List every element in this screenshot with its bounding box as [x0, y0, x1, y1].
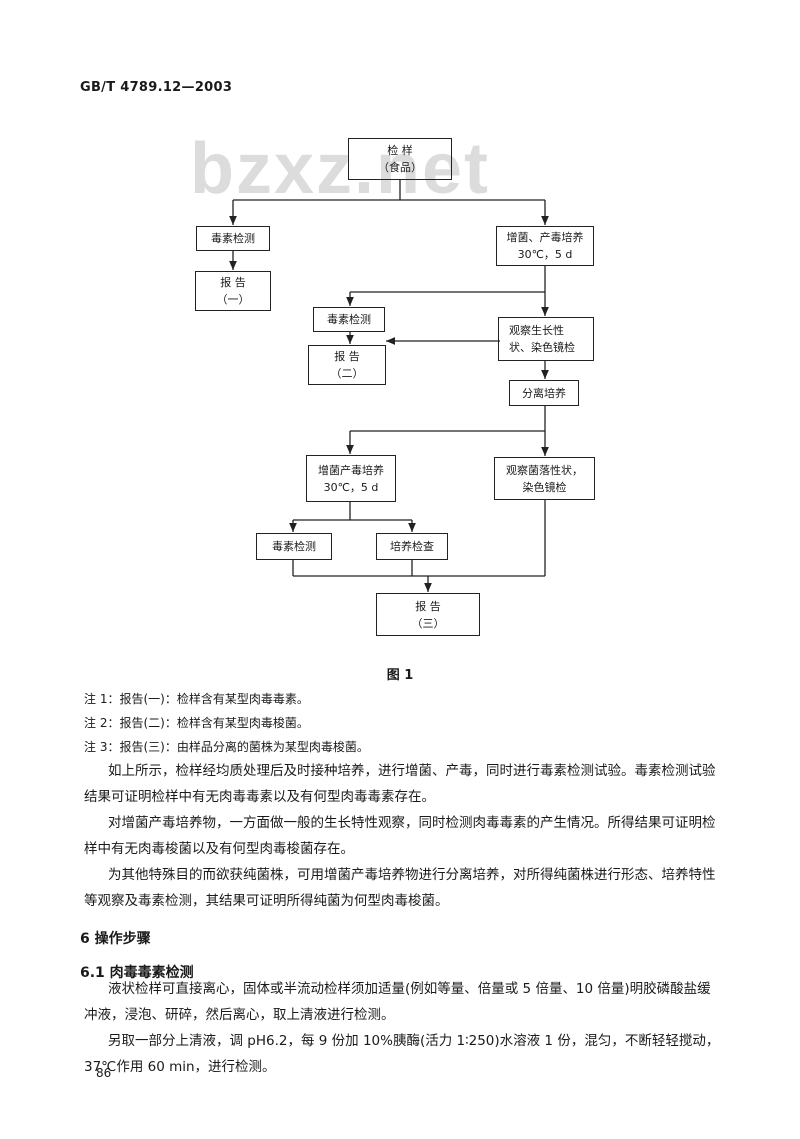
enrich2-line1: 增菌产毒培养: [318, 463, 384, 477]
enrich-culture-box-2: 增菌产毒培养 30℃，5 d: [306, 455, 396, 502]
observe2-line1: 观察菌落性状，: [506, 463, 583, 477]
observe1-line1: 观察生长性: [509, 324, 564, 337]
isolation-box: 分离培养: [509, 380, 579, 406]
note-2: 注 2：报告(二)：检样含有某型肉毒梭菌。: [84, 716, 309, 730]
section-6-heading: 6 操作步骤: [80, 931, 151, 947]
paragraph-2-text: 对增菌产毒培养物，一方面做一般的生长特性观察，同时检测肉毒毒素的产生情况。所得结…: [84, 815, 716, 857]
sample-title: 检 样: [387, 144, 413, 157]
report2-title: 报 告: [334, 350, 360, 363]
paragraph-5: 另取一部分上清液，调 pH6.2，每 9 份加 10%胰酶(活力 1∶250)水…: [84, 1028, 724, 1080]
report-box-2: 报 告 （二）: [308, 345, 386, 385]
standard-number: GB/T 4789.12—2003: [80, 80, 233, 95]
paragraph-2: 对增菌产毒培养物，一方面做一般的生长特性观察，同时检测肉毒毒素的产生情况。所得结…: [84, 810, 724, 862]
paragraph-4: 液状检样可直接离心，固体或半流动检样须加适量(例如等量、倍量或 5 倍量、10 …: [84, 976, 724, 1028]
enrich-culture-box-1: 增菌、产毒培养 30℃，5 d: [496, 226, 594, 266]
report3-subtitle: （三）: [411, 616, 445, 630]
enrich1-line2: 30℃，5 d: [517, 248, 573, 261]
report1-subtitle: （一）: [216, 293, 250, 306]
flowchart-connectors: [229, 180, 549, 592]
watermark: bzxz.net: [190, 129, 491, 209]
section-6-1-heading: 6.1 肉毒毒素检测: [80, 965, 194, 981]
paragraph-1: 如上所示，检样经均质处理后及时接种培养，进行增菌、产毒，同时进行毒素检测试验。毒…: [84, 758, 724, 810]
figure-caption: 图 1: [386, 668, 414, 683]
isolation-label: 分离培养: [522, 386, 566, 400]
enrich2-line2: 30℃，5 d: [323, 480, 379, 494]
observe-box-1: 观察生长性 状、染色镜检: [498, 317, 594, 361]
paragraph-1-text: 如上所示，检样经均质处理后及时接种培养，进行增菌、产毒，同时进行毒素检测试验。毒…: [84, 763, 716, 805]
report1-title: 报 告: [220, 276, 246, 289]
observe-box-2: 观察菌落性状， 染色镜检: [494, 457, 595, 500]
note-1: 注 1：报告(一)：检样含有某型肉毒毒素。: [84, 692, 309, 706]
paragraph-3: 为其他特殊目的而欲获纯菌株，可用增菌产毒培养物进行分离培养，对所得纯菌株进行形态…: [84, 862, 724, 914]
culture-check-box: 培养检查: [376, 533, 448, 560]
enrich1-line1: 增菌、产毒培养: [506, 231, 584, 244]
toxin-test-box-3: 毒素检测: [256, 533, 332, 560]
sample-subtitle: （食品）: [378, 161, 422, 174]
report2-subtitle: （二）: [330, 367, 364, 380]
toxin-test-box-1: 毒素检测: [196, 226, 270, 251]
toxin-test-label-1: 毒素检测: [211, 232, 255, 245]
toxin-test-box-2: 毒素检测: [313, 307, 385, 332]
note-3: 注 3：报告(三)：由样品分离的菌株为某型肉毒梭菌。: [84, 740, 369, 754]
page-number: 86: [96, 1066, 112, 1080]
report-box-1: 报 告 （一）: [195, 271, 271, 311]
report3-title: 报 告: [415, 599, 441, 613]
sample-box: 检 样 （食品）: [348, 138, 452, 180]
paragraph-4-text: 液状检样可直接离心，固体或半流动检样须加适量(例如等量、倍量或 5 倍量、10 …: [84, 981, 711, 1023]
paragraph-3-text: 为其他特殊目的而欲获纯菌株，可用增菌产毒培养物进行分离培养，对所得纯菌株进行形态…: [84, 867, 716, 909]
toxin-test-label-2: 毒素检测: [327, 313, 371, 326]
observe1-line2: 状、染色镜检: [509, 341, 575, 354]
observe2-line2: 染色镜检: [522, 480, 567, 494]
report-box-3: 报 告 （三）: [376, 593, 480, 636]
toxin-test-label-3: 毒素检测: [272, 540, 316, 553]
culture-check-label: 培养检查: [390, 540, 434, 553]
paragraph-5-text: 另取一部分上清液，调 pH6.2，每 9 份加 10%胰酶(活力 1∶250)水…: [84, 1033, 720, 1075]
